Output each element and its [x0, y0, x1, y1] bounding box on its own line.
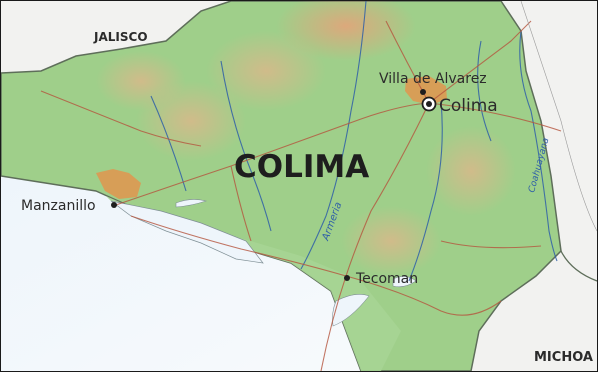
manzanillo-marker[interactable] [111, 202, 117, 208]
highway [428, 20, 532, 104]
colima-capital-dot [426, 101, 432, 107]
jalisco-label: JALISCO [93, 30, 148, 44]
manzanillo-urban-area [96, 169, 141, 199]
tecoman-marker[interactable] [344, 275, 350, 281]
coahuayana-river [519, 30, 558, 262]
manzanillo-label: Manzanillo [21, 198, 96, 214]
highway [345, 102, 430, 277]
neighbor-border [520, 1, 597, 232]
state-border [560, 250, 597, 282]
pacific-ocean [1, 176, 361, 371]
relief-area [206, 31, 326, 111]
michoacan-label: MICHOA [534, 350, 593, 365]
coastal-lowland [106, 196, 401, 371]
highway [112, 102, 430, 207]
state-label: COLIMA [234, 149, 369, 185]
villa-de-alvarez-label: Villa de Alvarez [379, 71, 487, 87]
tecoman-label: Tecoman [355, 271, 418, 287]
armeria-river [300, 1, 367, 270]
colima-city-label: Colima [439, 96, 498, 116]
relief-area [341, 206, 441, 276]
relief-area [426, 126, 516, 216]
villa-de-alvarez-marker[interactable] [420, 89, 426, 95]
river-network [150, 1, 558, 282]
lagoon [110, 200, 264, 264]
lagoon [175, 199, 208, 208]
relief-area [96, 51, 186, 111]
lagoon [332, 294, 370, 327]
highway [130, 215, 347, 277]
